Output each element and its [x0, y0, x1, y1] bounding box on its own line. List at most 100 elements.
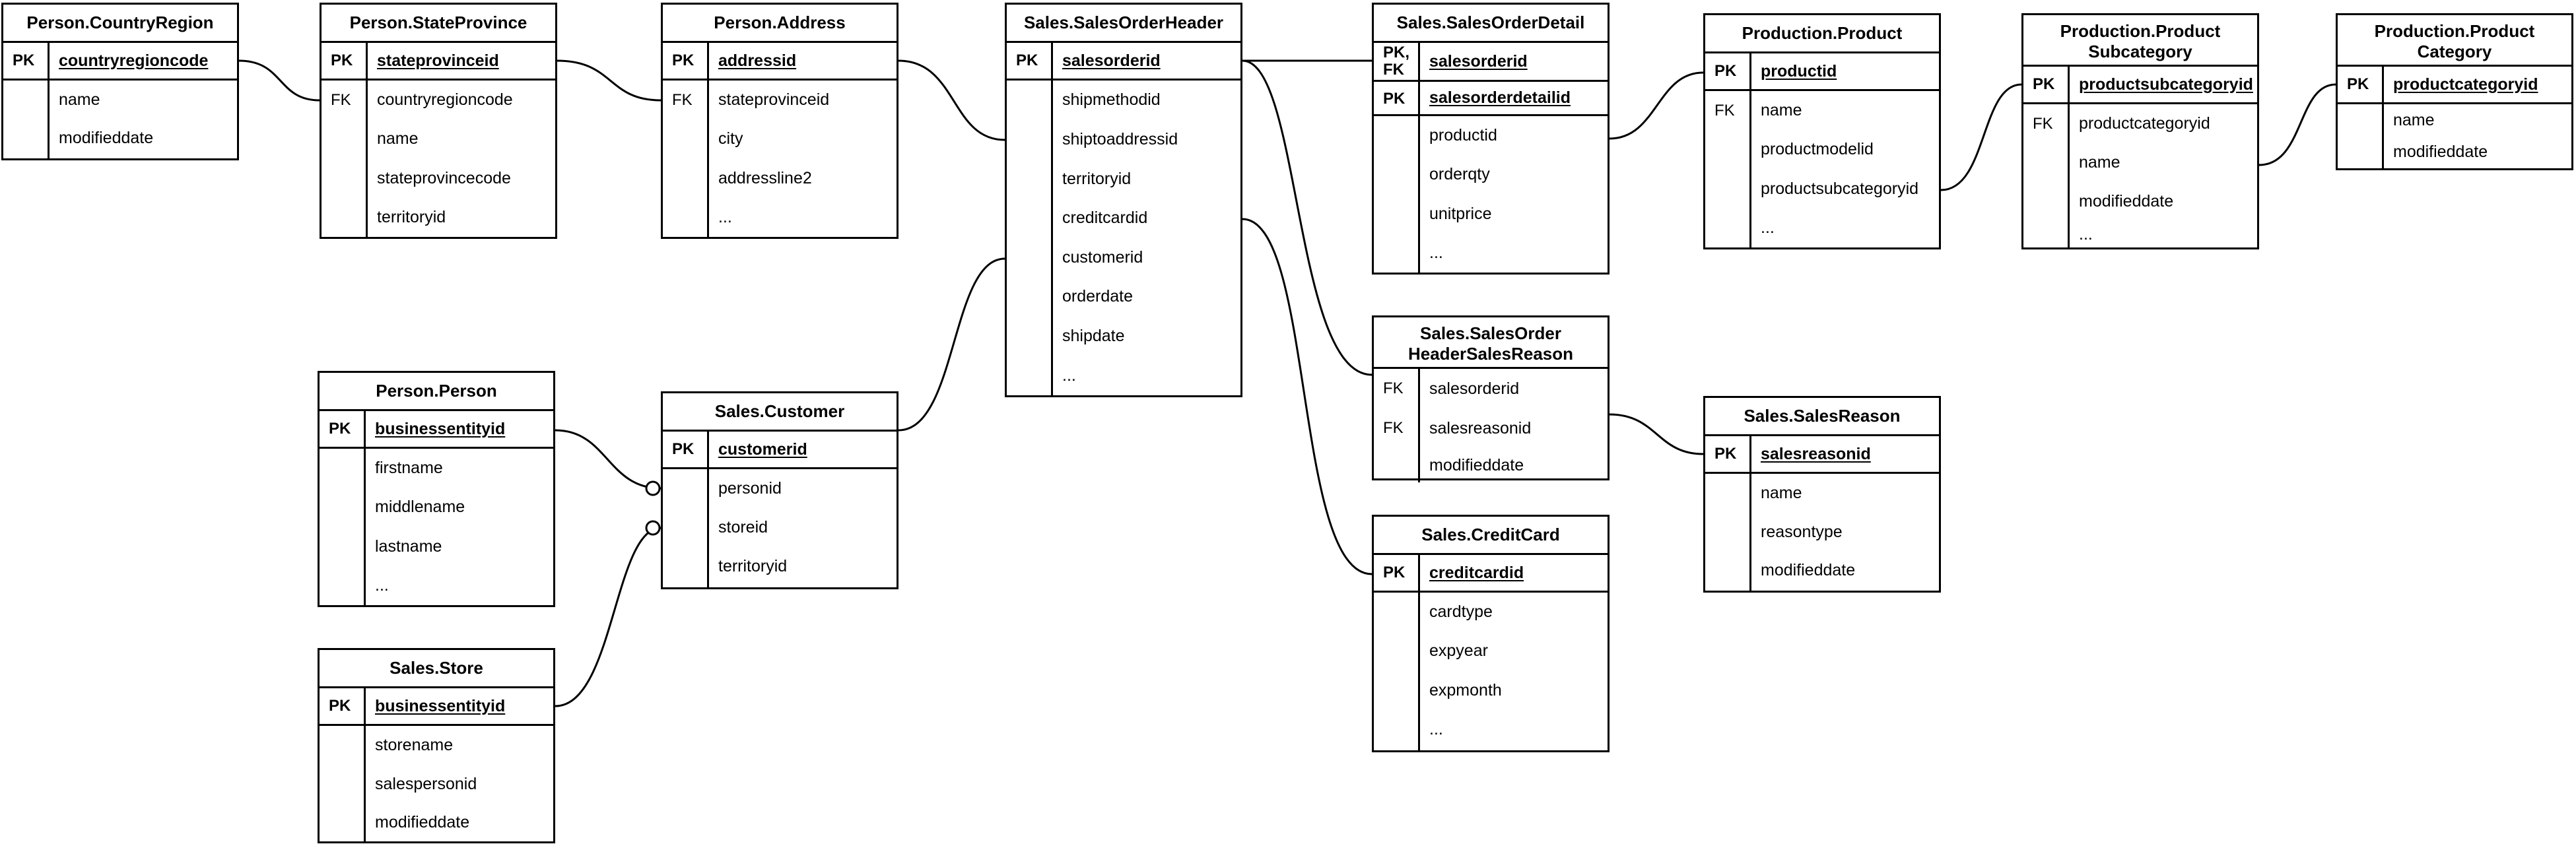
- primary-key-attribute[interactable]: salesorderid: [1429, 51, 1528, 71]
- rel-productsubcategory-productcategory: [2258, 83, 2336, 166]
- attribute-row[interactable]: orderqty: [1429, 165, 1490, 184]
- key-label: FK: [1714, 102, 1735, 120]
- attribute-row[interactable]: orderdate: [1062, 287, 1134, 306]
- key-label: [320, 726, 329, 765]
- key-column: FK: [2023, 104, 2070, 249]
- attribute-row[interactable]: countryregioncode: [377, 90, 513, 110]
- primary-key-attribute[interactable]: salesorderid: [1062, 51, 1161, 70]
- attribute-row[interactable]: lastname: [375, 537, 442, 556]
- attribute-rows: salesorderid: [1420, 43, 1608, 80]
- attribute-row[interactable]: unitprice: [1429, 204, 1492, 223]
- primary-key-attribute[interactable]: salesreasonid: [1761, 444, 1871, 463]
- attribute-row[interactable]: territoryid: [1062, 169, 1132, 188]
- key-label: PK: [1714, 62, 1737, 81]
- attribute-row[interactable]: modifieddate: [375, 812, 470, 831]
- attribute-row[interactable]: shiptoaddressid: [1062, 129, 1178, 148]
- attribute-row[interactable]: name: [1761, 483, 1802, 502]
- attribute-row[interactable]: name: [1761, 101, 1802, 120]
- attribute-row[interactable]: modifieddate: [2079, 192, 2174, 211]
- primary-key-attribute[interactable]: countryregioncode: [59, 51, 209, 70]
- primary-key-attribute[interactable]: productsubcategoryid: [2079, 75, 2253, 94]
- attribute-row[interactable]: modifieddate: [2393, 143, 2488, 162]
- primary-key-attribute[interactable]: productid: [1761, 61, 1837, 81]
- attribute-row[interactable]: expyear: [1429, 641, 1488, 661]
- primary-key-attribute[interactable]: productcategoryid: [2393, 75, 2538, 94]
- attribute-row[interactable]: productsubcategoryid: [1761, 179, 1919, 198]
- attribute-row[interactable]: expmonth: [1429, 680, 1502, 700]
- attribute-row[interactable]: name: [377, 129, 419, 148]
- entity-title: Sales.SalesOrderHeader: [1007, 5, 1240, 43]
- attribute-row[interactable]: ...: [1062, 366, 1076, 385]
- attribute-rows: stateprovinceid city addressline2...: [709, 81, 897, 237]
- attribute-row[interactable]: salesorderid: [1429, 379, 1520, 398]
- attribute-row[interactable]: stateprovincecode: [377, 168, 511, 187]
- attribute-rows: customerid: [709, 432, 897, 467]
- attribute-row[interactable]: personid: [718, 479, 782, 498]
- attribute-rows: storename salespersonid modifieddate: [366, 726, 553, 841]
- attribute-row[interactable]: ...: [1761, 218, 1775, 237]
- key-column: [1374, 116, 1420, 275]
- attribute-row[interactable]: modifieddate: [59, 129, 154, 148]
- attribute-row[interactable]: name: [59, 90, 100, 109]
- rel-address-salesorderheader: [898, 59, 1005, 141]
- attribute-row[interactable]: stateprovinceid: [718, 90, 830, 110]
- attribute-row[interactable]: addressline2: [718, 168, 812, 187]
- key-label: FK: [331, 91, 351, 110]
- attribute-row[interactable]: salespersonid: [375, 774, 477, 793]
- attribute-row[interactable]: modifieddate: [1761, 560, 1856, 579]
- attribute-rows: name productmodelid productsubcategoryid..…: [1751, 91, 1939, 247]
- primary-key-attribute[interactable]: salesorderdetailid: [1429, 88, 1571, 107]
- attribute-row[interactable]: salesreasonid: [1429, 418, 1532, 438]
- attribute-row[interactable]: creditcardid: [1062, 209, 1148, 228]
- attribute-row[interactable]: ...: [375, 575, 389, 595]
- attribute-row[interactable]: name: [2079, 153, 2120, 172]
- primary-key-attribute[interactable]: customerid: [718, 439, 807, 459]
- attribute-row[interactable]: customerid: [1062, 247, 1143, 267]
- attribute-row[interactable]: name: [2393, 110, 2435, 129]
- attribute-row[interactable]: city: [718, 129, 743, 148]
- attribute-row[interactable]: ...: [1429, 719, 1443, 738]
- attribute-row[interactable]: territoryid: [718, 557, 788, 575]
- primary-key-attribute[interactable]: creditcardid: [1429, 563, 1524, 582]
- attribute-row[interactable]: ...: [2079, 224, 2093, 244]
- attribute-row[interactable]: ...: [718, 207, 732, 226]
- attribute-row[interactable]: modifieddate: [1429, 455, 1524, 474]
- attribute-row[interactable]: firstname: [375, 459, 443, 478]
- key-column: PK: [3, 43, 50, 79]
- attribute-row[interactable]: middlename: [375, 498, 465, 517]
- attribute-row[interactable]: shipdate: [1062, 327, 1125, 346]
- attribute-row[interactable]: cardtype: [1429, 602, 1493, 622]
- attribute-row[interactable]: storename: [375, 735, 454, 754]
- attribute-row[interactable]: storeid: [718, 518, 768, 537]
- attribute-row[interactable]: productcategoryid: [2079, 114, 2210, 133]
- attribute-row[interactable]: territoryid: [377, 207, 446, 226]
- attribute-row[interactable]: productid: [1429, 126, 1497, 145]
- primary-key-attribute[interactable]: addressid: [718, 51, 797, 70]
- attribute-row[interactable]: productmodelid: [1761, 140, 1874, 159]
- attribute-rows: countryregioncode: [50, 43, 237, 79]
- primary-key-attribute[interactable]: businessentityid: [375, 419, 506, 438]
- attribute-row[interactable]: ...: [1429, 243, 1443, 262]
- attribute-row[interactable]: reasontype: [1761, 522, 1843, 541]
- primary-key-attribute[interactable]: businessentityid: [375, 696, 506, 715]
- primary-key-attribute[interactable]: stateprovinceid: [377, 51, 499, 70]
- attribute-row[interactable]: shipmethodid: [1062, 90, 1161, 110]
- attribute-rows: productcategoryid: [2384, 67, 2571, 102]
